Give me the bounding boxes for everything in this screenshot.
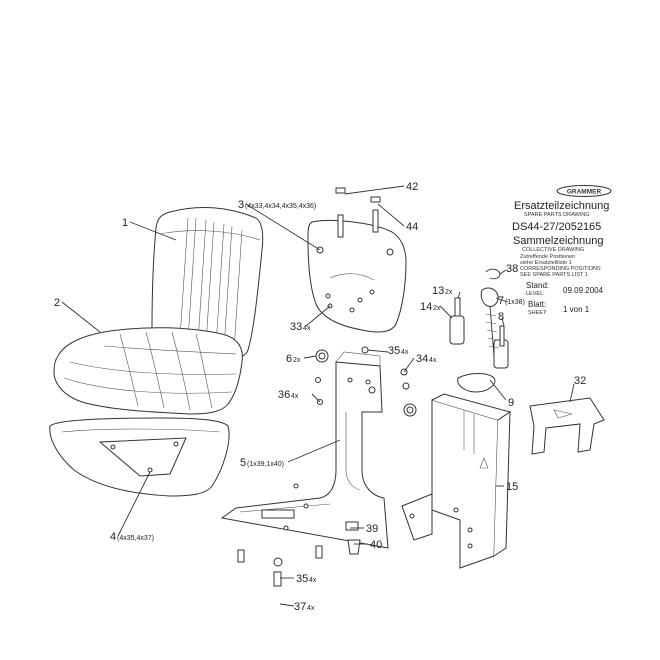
callout-6-qty: 2x xyxy=(293,357,301,364)
callout-14-qty: 2x xyxy=(433,305,441,312)
callout-35-upper-qty: 4x xyxy=(401,349,409,356)
callout-44: 44 xyxy=(406,221,418,233)
callout-37: 37 xyxy=(294,601,306,613)
callout-33-qty: 4x xyxy=(303,325,311,332)
callout-40: 40 xyxy=(370,539,382,551)
callout-7-qty: (1x38) xyxy=(505,299,525,306)
callout-37-qty: 4x xyxy=(307,605,315,612)
callout-4: 4 xyxy=(110,531,116,543)
callout-7: 7 xyxy=(498,295,504,307)
callout-8: 8 xyxy=(498,311,504,323)
collective-label: Sammelzeichnung xyxy=(513,235,604,247)
leader-lines xyxy=(61,185,575,607)
sheet-value: 1 von 1 xyxy=(563,305,590,314)
callout-5-qty: (1x39,1x40) xyxy=(247,461,284,468)
callout-labels: 1 2 3 (4x33,4x34,4x35,4x36) 4 (4x35,4x37… xyxy=(54,181,586,613)
callout-35-upper: 35 xyxy=(388,345,400,357)
callout-14: 14 xyxy=(420,301,432,313)
callout-39: 39 xyxy=(366,523,378,535)
adjuster-parts xyxy=(449,268,509,393)
mounting-plate xyxy=(307,187,407,333)
callout-3-qty: (4x33,4x34,4x35,4x36) xyxy=(245,203,316,210)
part-number: DS44-27/2052165 xyxy=(512,221,601,233)
callout-3: 3 xyxy=(238,199,244,211)
callout-35-lower: 35 xyxy=(296,573,308,585)
callout-33: 33 xyxy=(290,321,302,333)
title-block: GRAMMER Ersatzteilzeichnung SPARE PARTS … xyxy=(512,185,612,316)
callout-4-qty: (4x35,4x37) xyxy=(117,535,154,542)
bracket-32 xyxy=(529,397,605,455)
callout-15: 15 xyxy=(506,481,518,493)
callout-36-qty: 4x xyxy=(291,393,299,400)
callout-35-lower-qty: 4x xyxy=(309,577,317,584)
note-line-3: CORRESPONDING POSITIONS xyxy=(520,266,601,272)
grammer-logo: GRAMMER xyxy=(556,185,612,197)
logo-text: GRAMMER xyxy=(567,189,602,196)
seat-cushion xyxy=(53,327,243,415)
doc-type-en: SPARE PARTS DRAWING xyxy=(524,212,590,218)
callout-38: 38 xyxy=(506,263,518,275)
callout-34-qty: 4x xyxy=(429,357,437,364)
callout-32: 32 xyxy=(574,375,586,387)
sheet-label-en: SHEET: xyxy=(528,310,548,316)
callout-36: 36 xyxy=(278,389,290,401)
callout-6: 6 xyxy=(286,353,292,365)
sheet-label: Blatt: xyxy=(528,300,546,309)
slide-tube xyxy=(401,393,512,569)
callout-5: 5 xyxy=(240,457,246,469)
backrest xyxy=(151,206,264,358)
callout-34: 34 xyxy=(416,353,428,365)
note-line-4: SEE SPARE PARTS LIST 1 xyxy=(520,272,588,278)
seat-pan xyxy=(49,417,230,497)
note-line-1: Zutreffende Positionen xyxy=(520,254,575,260)
callout-13: 13 xyxy=(432,285,444,297)
callout-2: 2 xyxy=(54,297,60,309)
callout-42: 42 xyxy=(406,181,418,193)
callout-9: 9 xyxy=(508,397,514,409)
callout-1: 1 xyxy=(122,217,128,229)
note-line-2: siehe Ersatzteilliste 1 xyxy=(520,260,572,266)
doc-type: Ersatzteilzeichnung xyxy=(514,200,609,212)
stand-label: Stand: xyxy=(526,281,549,290)
stand-value: 09.09.2004 xyxy=(563,286,604,295)
stand-label-en: LEVEL: xyxy=(526,291,545,297)
collective-label-en: COLLECTIVE DRAWING xyxy=(522,247,584,253)
callout-13-qty: 2x xyxy=(445,289,453,296)
